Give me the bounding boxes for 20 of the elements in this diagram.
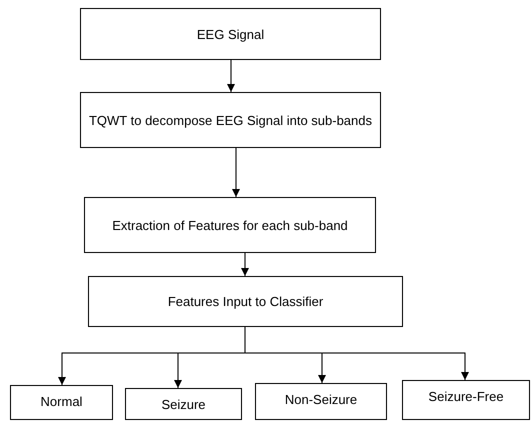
- process-box: [88, 276, 403, 327]
- process-box: [10, 385, 113, 420]
- box-label: Non-Seizure: [284, 392, 358, 407]
- process-box: [80, 92, 381, 148]
- process-box: [255, 383, 387, 420]
- box-label: Extraction of Features for each sub-band: [112, 218, 348, 232]
- arrow: [232, 148, 240, 198]
- box-label: EEG Signal: [196, 26, 264, 42]
- process-box: [80, 8, 381, 60]
- process-box: [125, 388, 242, 420]
- box-label: TQWT to decompose EEG Signal into sub-bands: [88, 112, 372, 128]
- process-box: [402, 380, 530, 420]
- box-label: Seizure: [161, 397, 206, 412]
- arrow: [244, 326, 469, 380]
- arrow: [227, 60, 235, 92]
- box-label: Seizure-Free: [428, 389, 504, 404]
- arrow: [241, 252, 249, 276]
- process-box: [84, 197, 376, 253]
- box-label: Normal: [40, 394, 82, 409]
- box-label: Features Input to Classifier: [168, 294, 324, 309]
